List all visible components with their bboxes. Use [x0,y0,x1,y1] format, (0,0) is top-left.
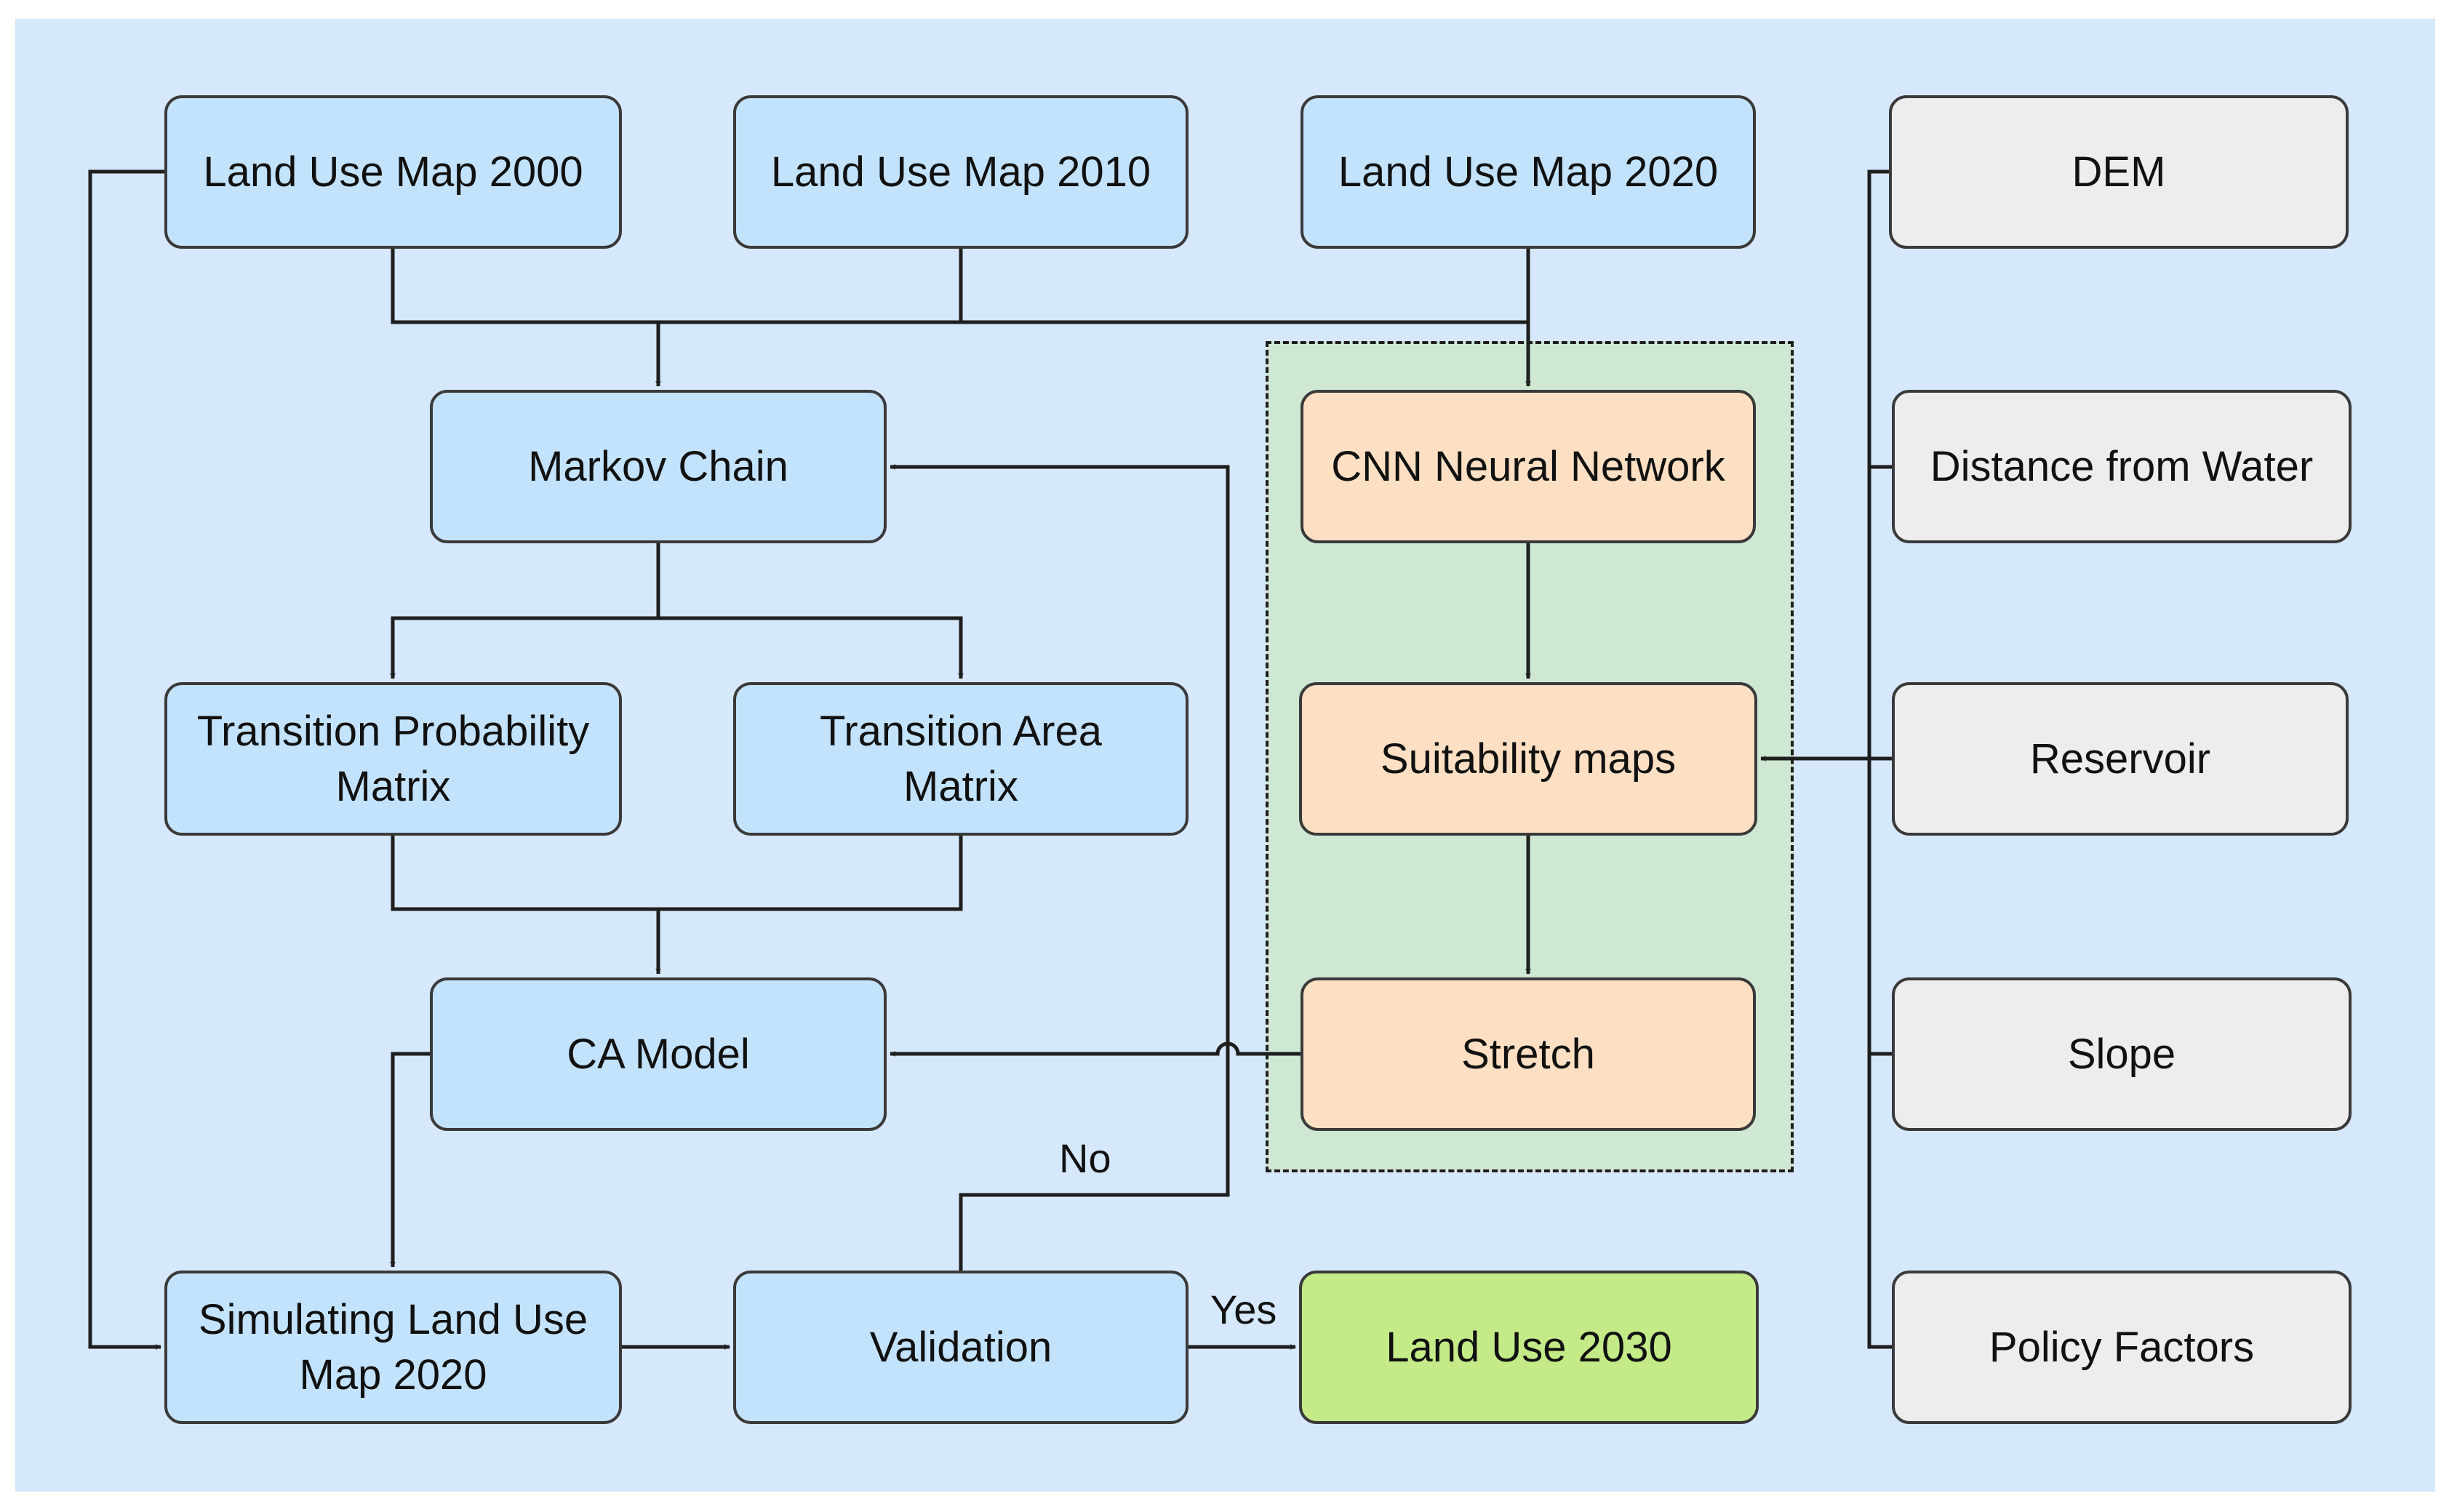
node-suitability-maps: Suitability maps [1299,682,1757,836]
edge-tam-to-merge [658,836,963,911]
edge-label-yes: Yes [1210,1287,1277,1332]
edge-markov-to-tpm [390,543,660,679]
node-land-use-map-2010: Land Use Map 2010 [733,95,1188,249]
node-land-use-map-2020: Land Use Map 2020 [1301,95,1756,249]
edge-ca-to-sim [390,1052,430,1268]
edge-lum2000-to-markov [391,249,661,387]
node-markov-chain: Markov Chain [430,390,887,543]
edge-label-no: No [1059,1135,1111,1181]
node-transition-area-matrix: Transition Area Matrix [733,682,1188,836]
edge-validation-no-to-markov [890,464,1230,1271]
node-policy-factors: Policy Factors [1892,1271,2352,1424]
node-land-use-map-2000: Land Use Map 2000 [164,95,622,249]
node-ca-model: CA Model [430,977,887,1131]
node-reservoir: Reservoir [1892,682,2349,836]
node-distance-from-water: Distance from Water [1892,390,2352,543]
edge-lum2000-to-sim [88,169,164,1350]
node-slope: Slope [1892,977,2352,1131]
node-simulating-land-use-map-2020: Simulating Land Use Map 2020 [164,1271,622,1424]
node-validation: Validation [733,1271,1188,1424]
node-cnn-neural-network: CNN Neural Network [1301,390,1756,543]
edge-tpm-to-ca [391,836,661,975]
node-land-use-2030: Land Use 2030 [1299,1271,1759,1424]
edge-markov-to-tam [658,616,964,679]
node-dem: DEM [1889,95,2349,249]
node-transition-probability-matrix: Transition Probability Matrix [164,682,622,836]
edge-stretch-to-ca [890,1041,1301,1057]
node-stretch: Stretch [1301,977,1756,1131]
